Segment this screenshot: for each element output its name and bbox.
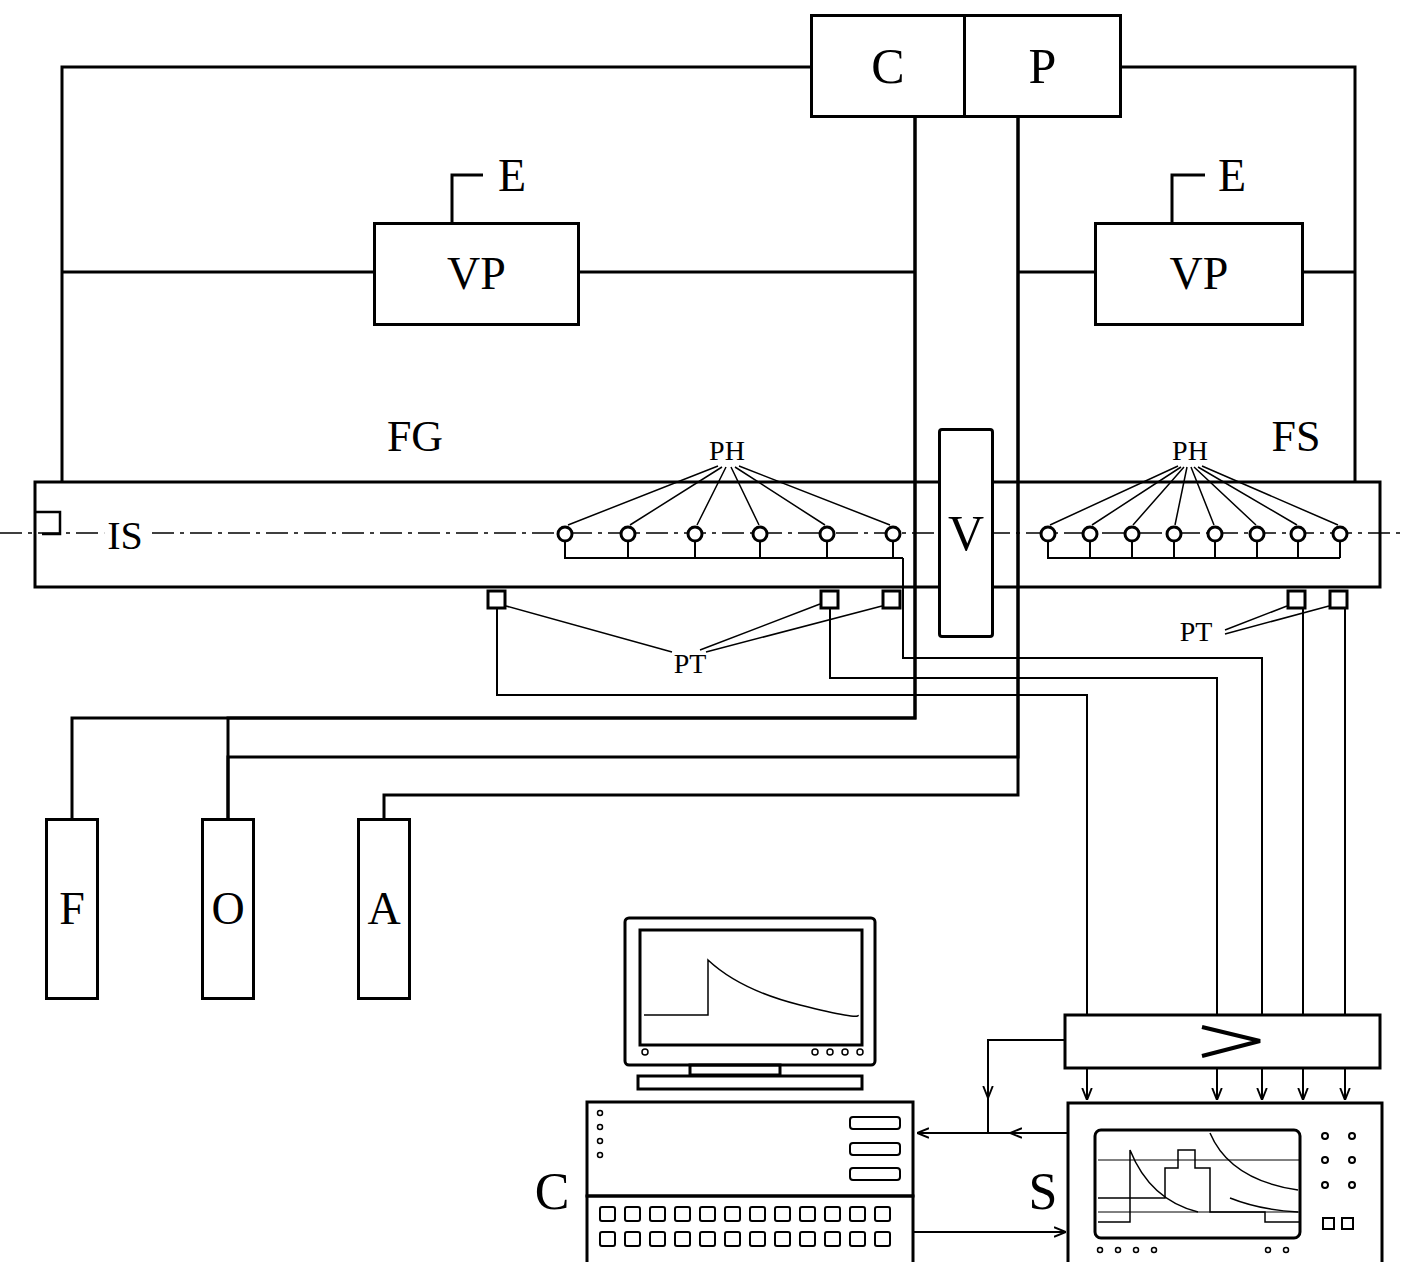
- sensor-label: PH: [709, 437, 745, 465]
- key: [700, 1207, 715, 1221]
- power-lead: [1172, 175, 1205, 222]
- key: [600, 1232, 615, 1246]
- gas-line: [228, 118, 1018, 818]
- gas-bottle: F: [45, 818, 99, 1000]
- tube: [35, 482, 1380, 587]
- section-label: FG: [387, 415, 443, 459]
- key: [800, 1207, 815, 1221]
- key: [625, 1207, 640, 1221]
- node-text: C: [871, 41, 904, 91]
- ignition-symbol: [35, 512, 60, 534]
- key: [675, 1232, 690, 1246]
- node-text: VP: [1170, 251, 1229, 297]
- sensor-label: PT: [1180, 618, 1213, 646]
- key: [700, 1232, 715, 1246]
- igniter-label: IS: [104, 516, 146, 556]
- key: [825, 1232, 840, 1246]
- vacuum-pump-box: VP: [1094, 222, 1304, 326]
- pipe: [1304, 271, 1355, 274]
- gas-bottle: O: [201, 818, 255, 1000]
- key: [875, 1207, 890, 1221]
- node-text: VP: [447, 251, 506, 297]
- computer: [587, 918, 913, 1262]
- controller-box: P: [963, 14, 1122, 118]
- device-label: S: [1029, 1166, 1058, 1218]
- pipe: [580, 271, 915, 274]
- pressure-transducers: [488, 591, 1347, 652]
- pipe: [62, 67, 810, 482]
- key: [750, 1207, 765, 1221]
- key: [850, 1232, 865, 1246]
- sensor-label: PT: [674, 650, 707, 678]
- key: [850, 1207, 865, 1221]
- node-text: A: [367, 886, 400, 932]
- pipe: [1018, 271, 1094, 274]
- key: [725, 1232, 740, 1246]
- tube-and-lines: [35, 67, 1380, 587]
- power-label: E: [498, 153, 526, 199]
- gas-line: [228, 118, 915, 818]
- key: [825, 1207, 840, 1221]
- key: [775, 1207, 790, 1221]
- key: [675, 1207, 690, 1221]
- key: [800, 1232, 815, 1246]
- key: [775, 1232, 790, 1246]
- vacuum-pump-box: VP: [373, 222, 580, 326]
- valve-box: V: [938, 428, 994, 638]
- device-label: C: [535, 1166, 570, 1218]
- gas-bottle: A: [357, 818, 411, 1000]
- gas-line: [72, 118, 915, 818]
- section-label: FS: [1272, 415, 1321, 459]
- key: [600, 1207, 615, 1221]
- node-text: F: [59, 886, 85, 932]
- node-text: P: [1029, 41, 1057, 91]
- key: [650, 1207, 665, 1221]
- power-lead: [452, 175, 483, 222]
- sensor-label: PH: [1172, 437, 1208, 465]
- key: [725, 1207, 740, 1221]
- key: [625, 1232, 640, 1246]
- key: [875, 1232, 890, 1246]
- controller-box: C: [810, 14, 966, 118]
- node-text: V: [948, 508, 984, 558]
- oscilloscope: [1068, 1103, 1382, 1262]
- power-label: E: [1218, 153, 1246, 199]
- pipe: [62, 271, 373, 274]
- key: [650, 1232, 665, 1246]
- amplifier: [1065, 1015, 1380, 1068]
- key: [750, 1232, 765, 1246]
- node-text: O: [211, 886, 244, 932]
